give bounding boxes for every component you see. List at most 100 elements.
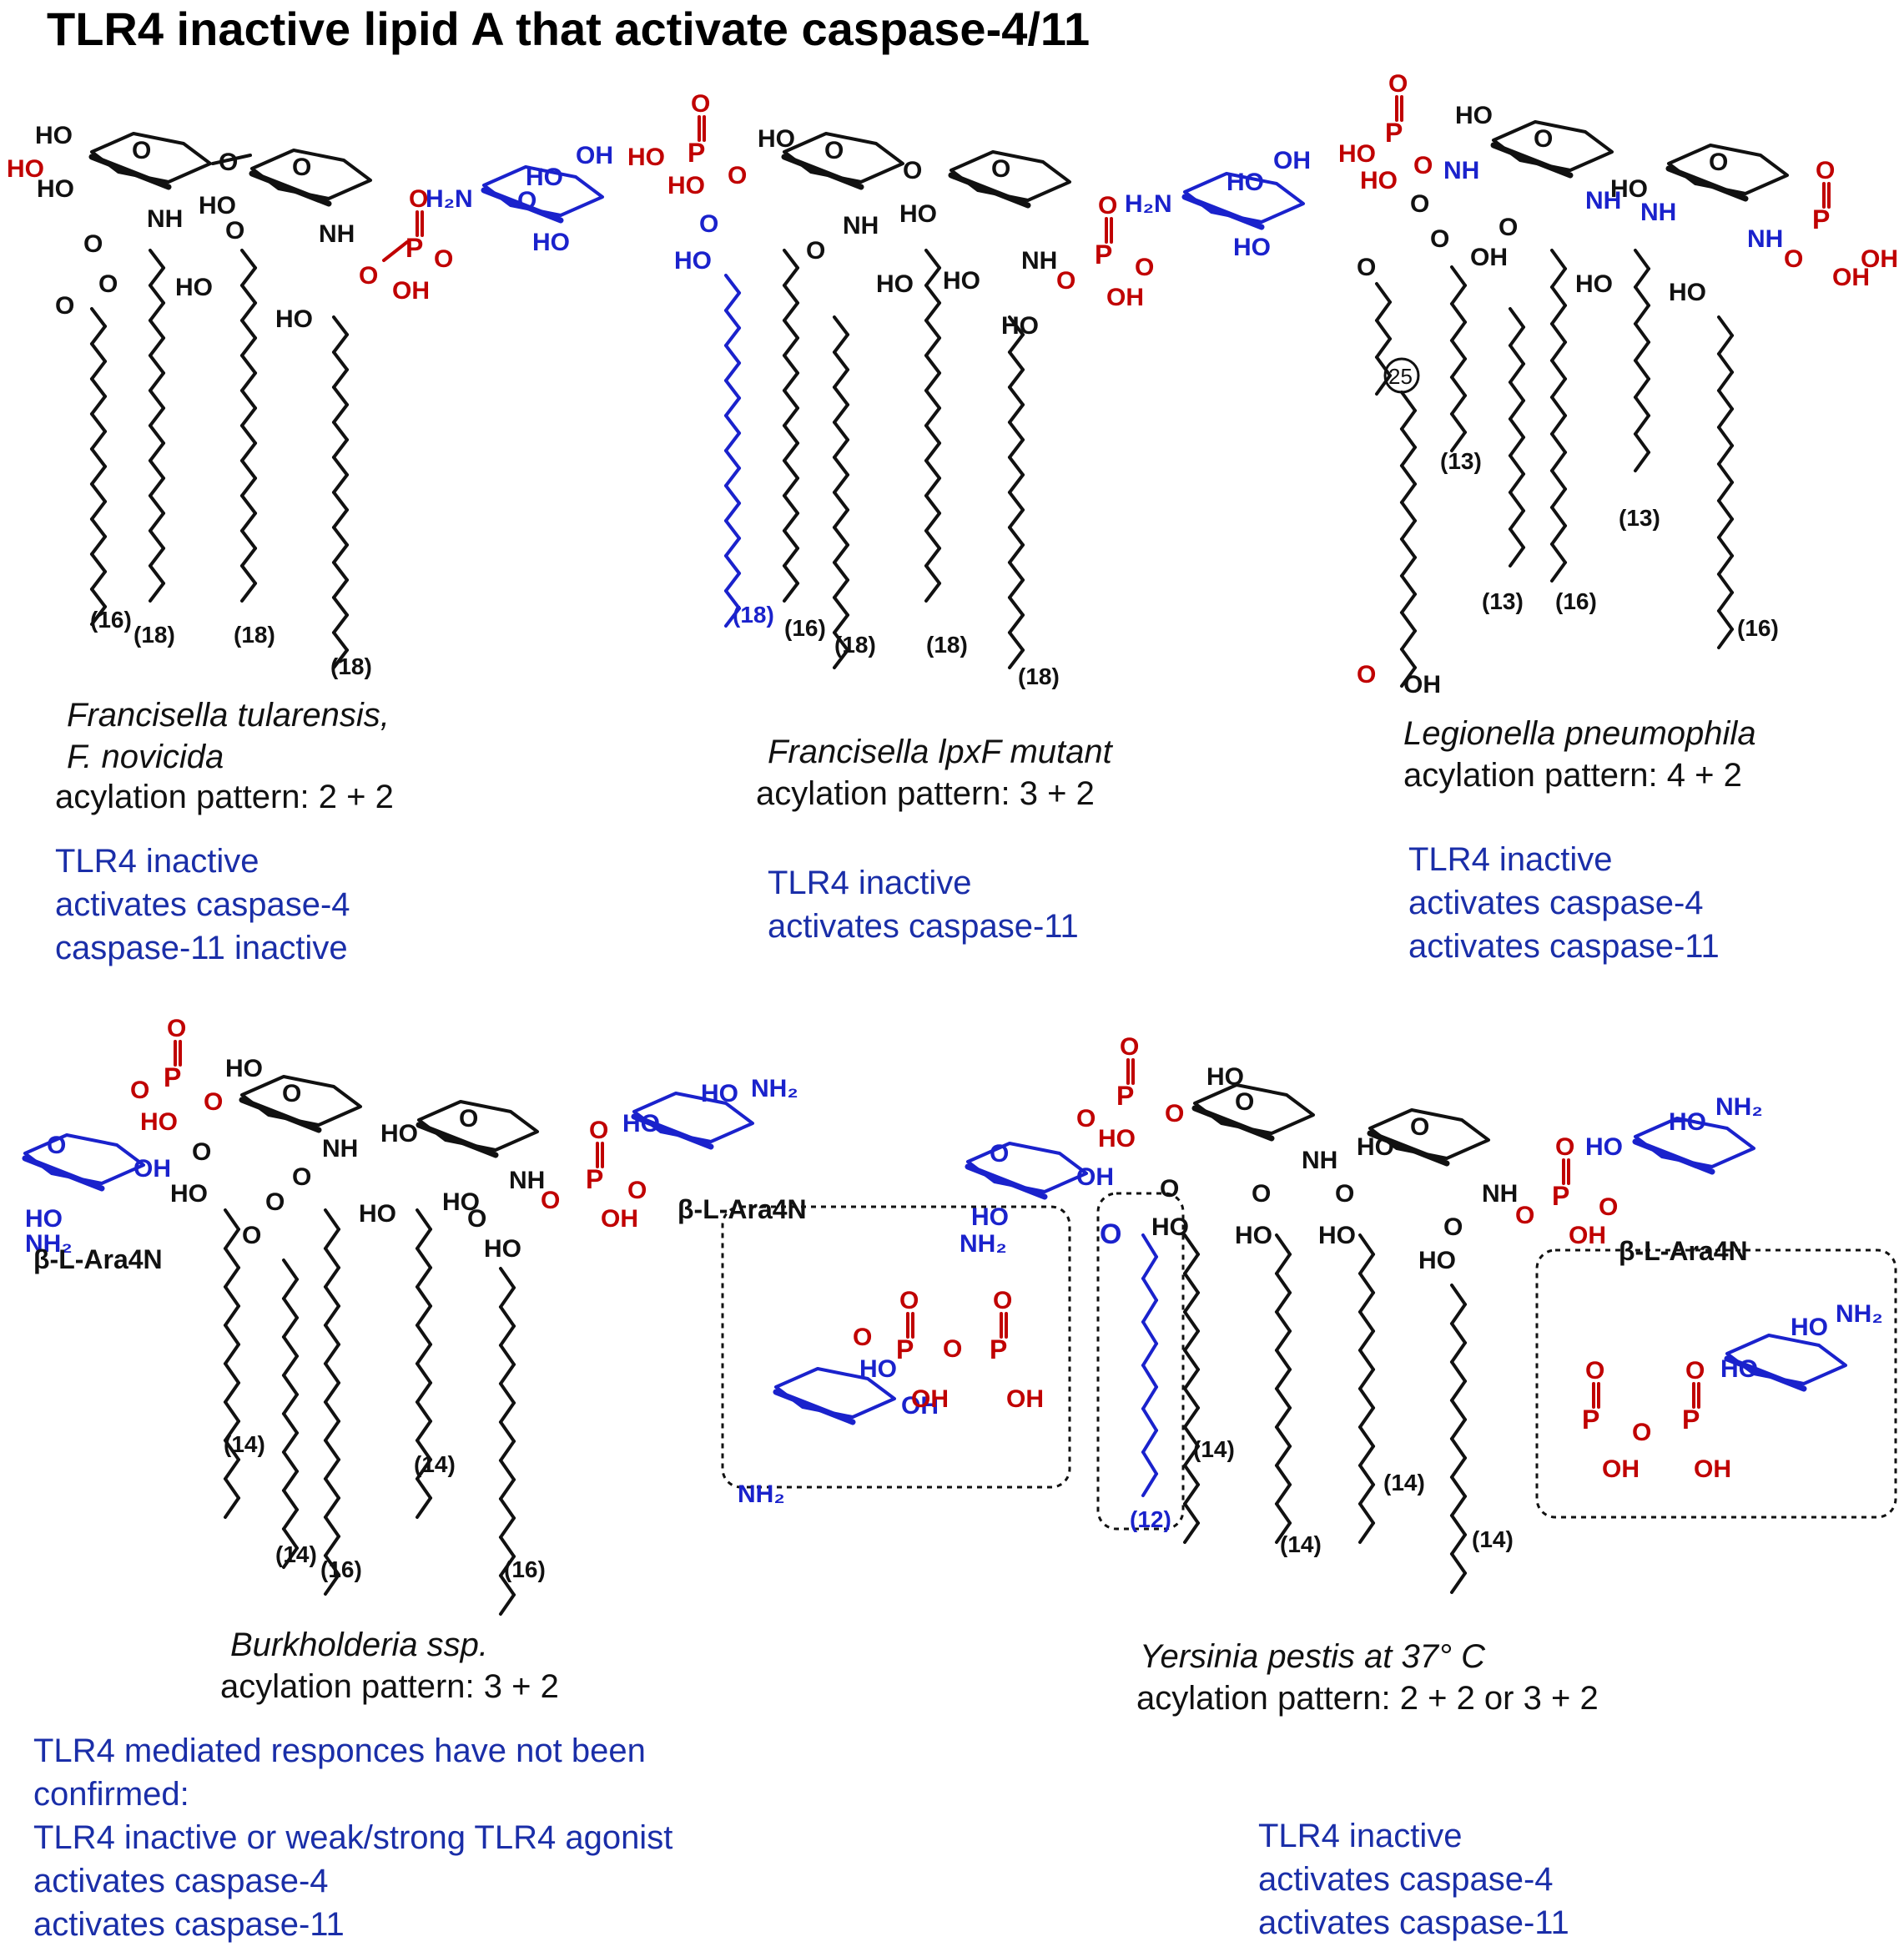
phosphate-p: P bbox=[1812, 204, 1830, 235]
atom-label: HO bbox=[1338, 140, 1376, 168]
bond bbox=[332, 596, 349, 617]
bond bbox=[499, 1382, 516, 1405]
chain-length-label: (16) bbox=[504, 1556, 546, 1582]
bond bbox=[1450, 1456, 1467, 1479]
bond bbox=[1450, 320, 1467, 342]
atom-label: OH bbox=[1273, 147, 1311, 174]
bond bbox=[724, 554, 741, 575]
chain-length-label: (13) bbox=[1482, 588, 1524, 614]
bond bbox=[149, 336, 165, 357]
bond bbox=[781, 154, 864, 190]
bond bbox=[833, 386, 849, 406]
atom-label: OH bbox=[1470, 244, 1508, 271]
chain-length-label: (18) bbox=[834, 632, 876, 658]
bond bbox=[833, 403, 849, 424]
atom-label: O bbox=[1534, 125, 1553, 153]
phosphate-o: O bbox=[409, 185, 428, 213]
bond bbox=[783, 371, 799, 392]
bond bbox=[1275, 1521, 1292, 1544]
bond bbox=[1008, 368, 1025, 389]
bond bbox=[1141, 1472, 1158, 1497]
glcn-ring-1 bbox=[240, 1075, 362, 1127]
acylation-yersinia: acylation pattern: 2 + 2 or 3 + 2 bbox=[1136, 1680, 1599, 1717]
bond bbox=[249, 170, 332, 207]
bond bbox=[1183, 1349, 1200, 1371]
bond bbox=[324, 1324, 340, 1346]
bond bbox=[240, 529, 257, 550]
atom-label: HO bbox=[140, 1108, 178, 1136]
bond bbox=[324, 1439, 340, 1461]
bond bbox=[1634, 451, 1650, 472]
chain-length-label: (14) bbox=[1193, 1436, 1235, 1462]
bond bbox=[1358, 1425, 1375, 1448]
bond bbox=[1183, 1272, 1200, 1294]
phosphate-p: P bbox=[405, 233, 423, 263]
atom-label: OH bbox=[133, 1155, 171, 1183]
bond bbox=[416, 1285, 432, 1308]
bond bbox=[783, 477, 799, 497]
species-burkholderia: Burkholderia ssp. bbox=[230, 1627, 489, 1663]
bond bbox=[149, 319, 165, 340]
bond bbox=[1008, 578, 1025, 599]
bond bbox=[282, 1335, 299, 1358]
glcn-ring-1 bbox=[90, 132, 212, 184]
bond bbox=[924, 547, 941, 567]
bond bbox=[724, 589, 741, 610]
atom-label: HO bbox=[1235, 1222, 1272, 1249]
bond bbox=[149, 529, 165, 550]
bond bbox=[1717, 609, 1734, 631]
bond bbox=[416, 1324, 432, 1346]
bond bbox=[783, 512, 799, 532]
bond bbox=[332, 491, 349, 512]
bond bbox=[631, 1113, 714, 1150]
atom-label: O bbox=[1252, 1180, 1271, 1208]
bond bbox=[1275, 1329, 1292, 1352]
bond bbox=[416, 1381, 432, 1404]
phosphate-p: P bbox=[1582, 1405, 1599, 1435]
atom-label: NH₂ bbox=[960, 1230, 1007, 1258]
bond bbox=[282, 1316, 299, 1339]
bond bbox=[324, 1496, 340, 1519]
bond bbox=[149, 389, 165, 410]
atom-label: OH bbox=[601, 1205, 638, 1233]
bond bbox=[783, 459, 799, 480]
bond bbox=[833, 631, 849, 652]
bond bbox=[1550, 432, 1567, 454]
activity-line: TLR4 inactive bbox=[768, 865, 972, 901]
atom-label: O bbox=[292, 1163, 311, 1191]
activity-yersinia: TLR4 inactive activates caspase-4 activa… bbox=[1258, 1814, 1569, 1944]
bond bbox=[1358, 1406, 1375, 1429]
bond bbox=[332, 473, 349, 494]
bond bbox=[224, 1266, 240, 1289]
bond bbox=[1550, 340, 1567, 362]
bond bbox=[1275, 1483, 1292, 1506]
atom-label: O bbox=[1100, 1218, 1121, 1250]
bond bbox=[149, 547, 165, 567]
bond bbox=[332, 368, 349, 389]
activity-line: activates caspase-11 bbox=[33, 1906, 345, 1943]
atom-label: NH bbox=[1482, 1180, 1518, 1208]
atom-label: OH bbox=[1832, 264, 1870, 291]
bond bbox=[1509, 362, 1525, 384]
chain-length-label: (16) bbox=[320, 1556, 362, 1582]
bond bbox=[416, 1439, 432, 1461]
bond bbox=[1634, 304, 1650, 325]
bond bbox=[1717, 315, 1734, 337]
atom-label: HO bbox=[674, 247, 712, 275]
bond bbox=[1275, 1464, 1292, 1486]
bond bbox=[1008, 543, 1025, 564]
bond bbox=[416, 1247, 432, 1269]
bond bbox=[1450, 1552, 1467, 1575]
bond bbox=[724, 431, 741, 452]
species-legionella: Legionella pneumophila bbox=[1403, 715, 1756, 752]
bond bbox=[833, 456, 849, 477]
bond bbox=[1634, 340, 1650, 362]
bond bbox=[282, 1374, 299, 1396]
bond bbox=[833, 561, 849, 582]
bond bbox=[240, 424, 257, 445]
bond bbox=[1141, 1429, 1158, 1454]
ara4n-ring-right bbox=[1634, 1117, 1755, 1168]
bond bbox=[1450, 1322, 1467, 1344]
bond bbox=[1450, 1380, 1467, 1402]
